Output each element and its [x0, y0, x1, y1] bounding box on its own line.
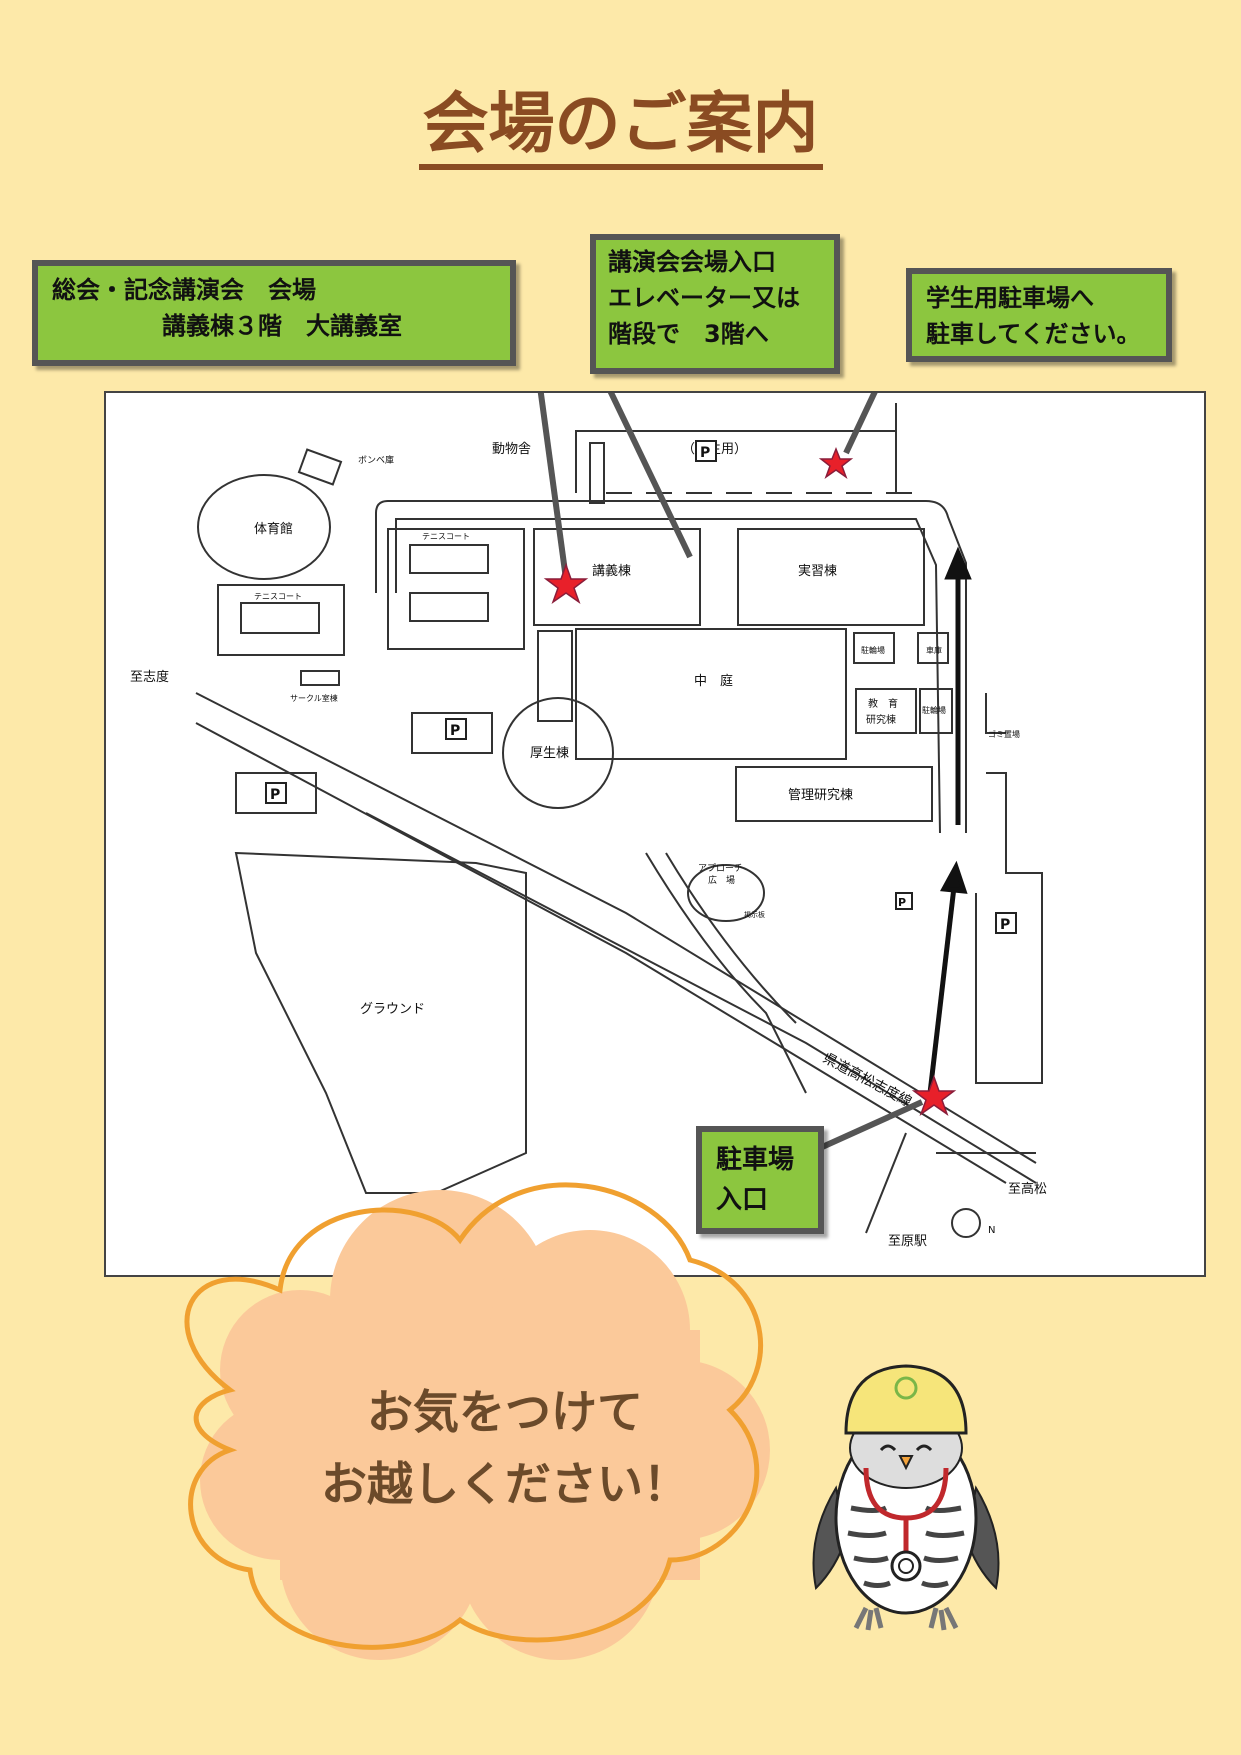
student-parking-leader-line	[843, 393, 878, 455]
page-title: 会場のご案内	[0, 70, 1241, 170]
parking-entrance-callout-line1: 駐車場	[716, 1145, 795, 1175]
student-parking-star-icon	[818, 446, 854, 479]
entrance-callout-line2: エレベーター又は	[608, 284, 800, 312]
entrance-callout-line1: 講演会会場入口	[608, 248, 776, 276]
courtyard-label: 中 庭	[694, 673, 733, 689]
approach-label-2: 広 場	[708, 874, 735, 886]
message-line-1: お気をつけて	[367, 1385, 643, 1439]
lecture-building-label: 講義棟	[592, 563, 631, 579]
bike-parking-2-label: 駐輪場	[922, 705, 946, 715]
parking-sign-small: P	[895, 892, 913, 910]
venue-leader-line	[537, 393, 569, 580]
parking-sign-west: P	[265, 782, 287, 804]
venue-callout-line1: 総会・記念講演会 会場	[52, 276, 316, 304]
entrance-callout: 講演会会場入口 エレベーター又は 階段で 3階へ	[590, 234, 840, 374]
animal-label: 動物舎	[492, 442, 531, 457]
ground-label: グラウンド	[360, 1002, 425, 1017]
practice-building-label: 実習棟	[798, 563, 837, 579]
garbage-label: ゴミ置場	[988, 729, 1020, 739]
svg-text:P: P	[700, 445, 710, 461]
svg-text:P: P	[898, 896, 906, 909]
campus-map: 動物舎 ボンベ庫 （学生用） 体育館 テニスコート テニスコート サークル室棟 …	[104, 391, 1206, 1277]
harada-direction-label: 至原駅	[888, 1234, 927, 1249]
cloud-outline	[184, 1182, 763, 1650]
welfare-building-label: 厚生棟	[530, 746, 569, 761]
bike-parking-1-label: 駐輪場	[861, 645, 885, 655]
parking-sign-east: P	[995, 912, 1017, 934]
campus-map-drawing: 動物舎 ボンベ庫 （学生用） 体育館 テニスコート テニスコート サークル室棟 …	[130, 393, 1047, 1249]
gym-label: 体育館	[254, 521, 293, 537]
venue-callout-line2: 講義棟３階 大講義室	[162, 312, 402, 340]
svg-text:P: P	[1000, 917, 1010, 933]
entrance-leader-line	[607, 393, 693, 559]
parking-sign-student: P	[695, 440, 717, 462]
education-label-1: 教 育	[868, 697, 898, 710]
route-arrows	[927, 546, 972, 1094]
parking-entrance-callout-line2: 入口	[716, 1185, 769, 1215]
svg-text:P: P	[450, 723, 460, 739]
tennis-court-1-label: テニスコート	[422, 532, 470, 541]
tennis-court-2-label: テニスコート	[254, 592, 302, 601]
entrance-callout-line3: 階段で 3階へ	[608, 320, 769, 348]
north-label: N	[988, 1225, 995, 1236]
student-parking-callout-line1: 学生用駐車場へ	[926, 284, 1094, 312]
education-label-2: 研究棟	[866, 713, 896, 726]
svg-text:P: P	[270, 787, 280, 803]
notice-board-label: 掲示板	[744, 910, 765, 919]
venue-star-icon	[543, 562, 589, 604]
message-line-2: お越しください！	[321, 1457, 689, 1511]
management-building-label: 管理研究棟	[788, 788, 853, 803]
student-parking-callout-line2: 駐車してください。	[926, 320, 1141, 348]
parking-sign-north: P	[445, 718, 467, 740]
venue-callout: 総会・記念講演会 会場 講義棟３階 大講義室	[32, 260, 516, 366]
approach-label-1: アプローチ	[698, 863, 743, 874]
parking-entrance-callout: 駐車場 入口	[696, 1126, 824, 1234]
circle-building-label: サークル室棟	[290, 693, 338, 703]
takamatsu-direction-label: 至高松	[1008, 1181, 1047, 1197]
cylinder-label: ボンベ庫	[358, 454, 394, 466]
garage-label: 車庫	[926, 645, 942, 655]
student-parking-callout: 学生用駐車場へ 駐車してください。	[906, 268, 1172, 362]
parking-entrance-star-icon	[911, 1074, 957, 1116]
shido-direction-label: 至志度	[130, 669, 169, 685]
bird-mascot-icon	[812, 1364, 1000, 1631]
